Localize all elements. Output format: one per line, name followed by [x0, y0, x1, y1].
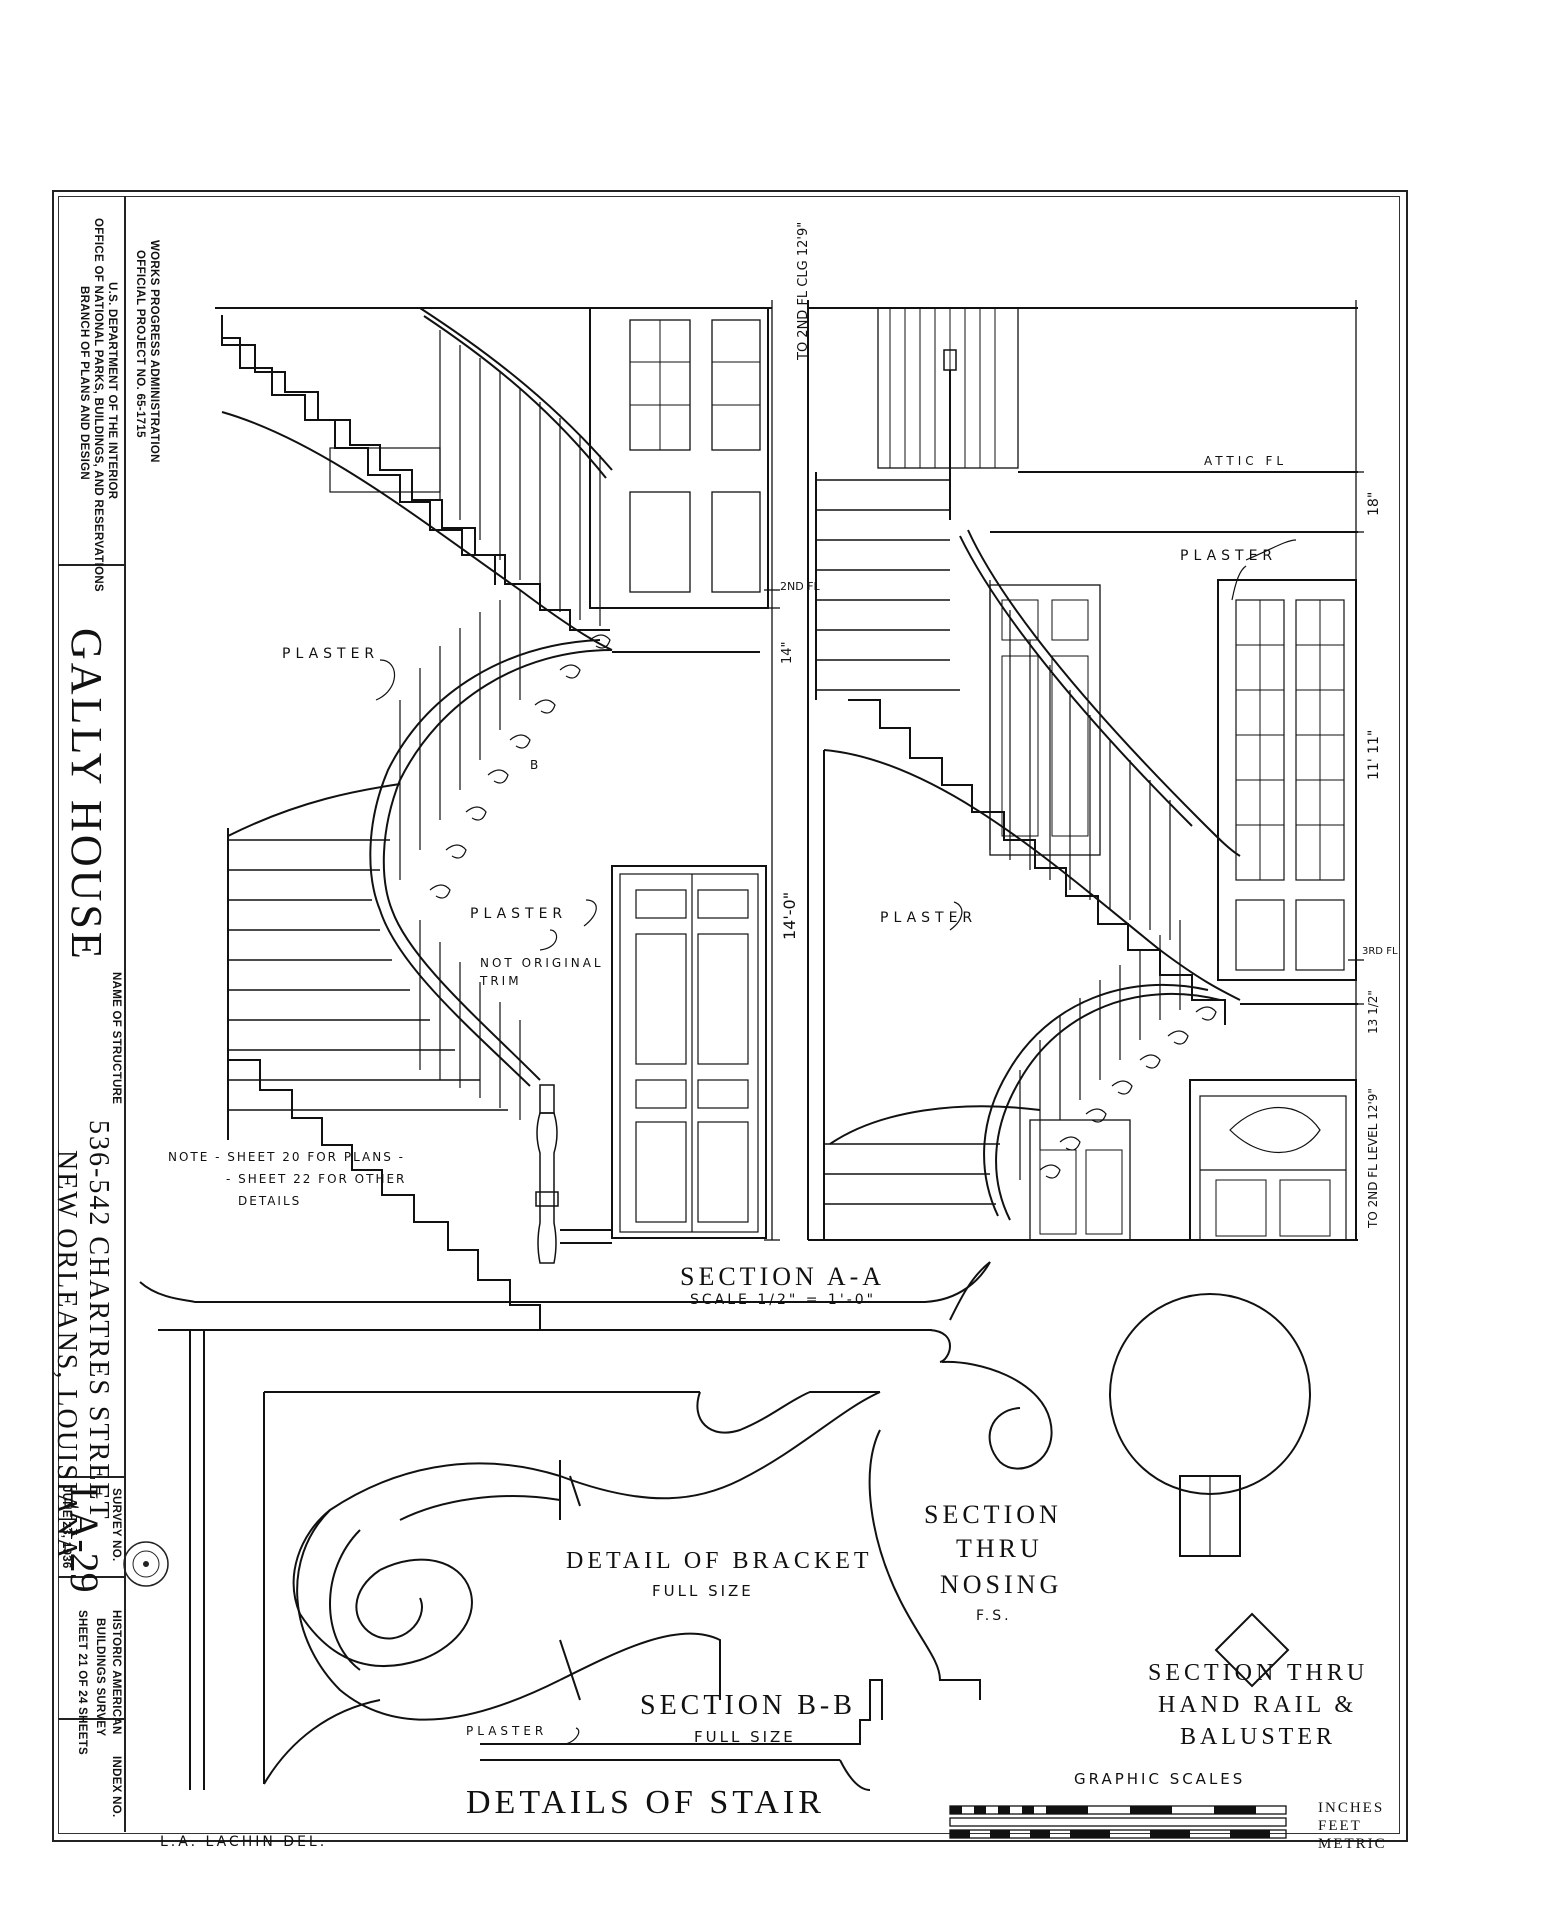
- dim-14-inch: 14": [780, 641, 795, 664]
- plaster-label-3: PLASTER: [880, 910, 978, 926]
- not-original-label: NOT ORIGINAL: [480, 956, 604, 970]
- title-block-divider: [58, 1476, 124, 1478]
- section-bb-title: SECTION B-B: [640, 1690, 856, 1721]
- handrail-title-3: BALUSTER: [1180, 1724, 1337, 1750]
- dim-3rd-fl: 3RD FL: [1362, 946, 1398, 957]
- dimension-line-right: [1348, 300, 1364, 1240]
- dimension-line-center: [764, 300, 780, 1241]
- graphic-scale-ticks: [950, 1806, 1270, 1838]
- dim-11-11: 11' 11": [1366, 729, 1382, 780]
- handrail-title-2: HAND RAIL &: [1158, 1692, 1358, 1718]
- scale-inches-label: INCHES: [1318, 1800, 1385, 1816]
- dim-14-feet: 14'-0": [780, 891, 799, 940]
- section-aa-left: [215, 307, 772, 1331]
- section-aa-right: [807, 300, 1358, 1241]
- scale-metric-label: METRIC: [1318, 1836, 1387, 1852]
- section-aa-scale: SCALE 1/2" = 1'-0": [690, 1292, 877, 1308]
- bracket-detail: [139, 1261, 1053, 1791]
- trim-label: TRIM: [480, 974, 522, 988]
- handrail-title-1: SECTION THRU: [1148, 1660, 1369, 1686]
- dim-to-2nd-fl-level: TO 2ND FL LEVEL 12'9": [1366, 1088, 1380, 1228]
- sheet-border-outer: [52, 190, 1408, 1842]
- title-block-divider: [58, 564, 124, 566]
- title-block: [58, 196, 126, 1832]
- plaster-label-4: PLASTER: [1180, 548, 1278, 564]
- nosing-title-3: NOSING: [940, 1570, 1063, 1599]
- nosing-title-1: SECTION: [924, 1500, 1062, 1529]
- note-line-1: NOTE - SHEET 20 FOR PLANS -: [168, 1150, 405, 1164]
- graphic-scales-label: GRAPHIC SCALES: [1074, 1770, 1246, 1788]
- nosing-title-2: THRU: [956, 1534, 1043, 1563]
- sheet-border-inner: [58, 196, 1400, 1834]
- dim-18-inch: 18": [1366, 491, 1382, 516]
- details-of-stair-title: DETAILS OF STAIR: [466, 1784, 825, 1821]
- dim-13-half: 13 1/2": [1366, 990, 1380, 1034]
- section-bb-scale: FULL SIZE: [694, 1728, 796, 1746]
- scale-feet-label: FEET: [1318, 1818, 1362, 1834]
- section-b-mark: B: [530, 758, 539, 772]
- title-block-divider: [58, 1718, 124, 1720]
- note-line-3: DETAILS: [238, 1194, 302, 1208]
- draftsman-credit: L.A. LACHIN DEL.: [160, 1834, 328, 1850]
- plaster-label-2: PLASTER: [470, 906, 568, 922]
- plaster-label-5: PLASTER: [466, 1724, 548, 1738]
- section-aa-title: SECTION A-A: [680, 1262, 886, 1291]
- note-line-2: - SHEET 22 FOR OTHER: [226, 1172, 407, 1186]
- bracket-detail-title: DETAIL OF BRACKET: [566, 1548, 873, 1574]
- bracket-detail-scale: FULL SIZE: [652, 1582, 754, 1600]
- handrail-section: [1109, 1293, 1311, 1688]
- attic-floor-label: ATTIC FL: [1204, 454, 1288, 468]
- nosing-scale: F.S.: [976, 1608, 1012, 1624]
- plaster-label-1: PLASTER: [282, 646, 380, 662]
- title-block-divider: [58, 1576, 124, 1578]
- dim-2nd-fl: 2ND FL: [780, 580, 820, 593]
- leader-lines: [375, 539, 1297, 1745]
- dim-to-2nd-fl-clg: TO 2ND FL CLG 12'9": [796, 221, 811, 360]
